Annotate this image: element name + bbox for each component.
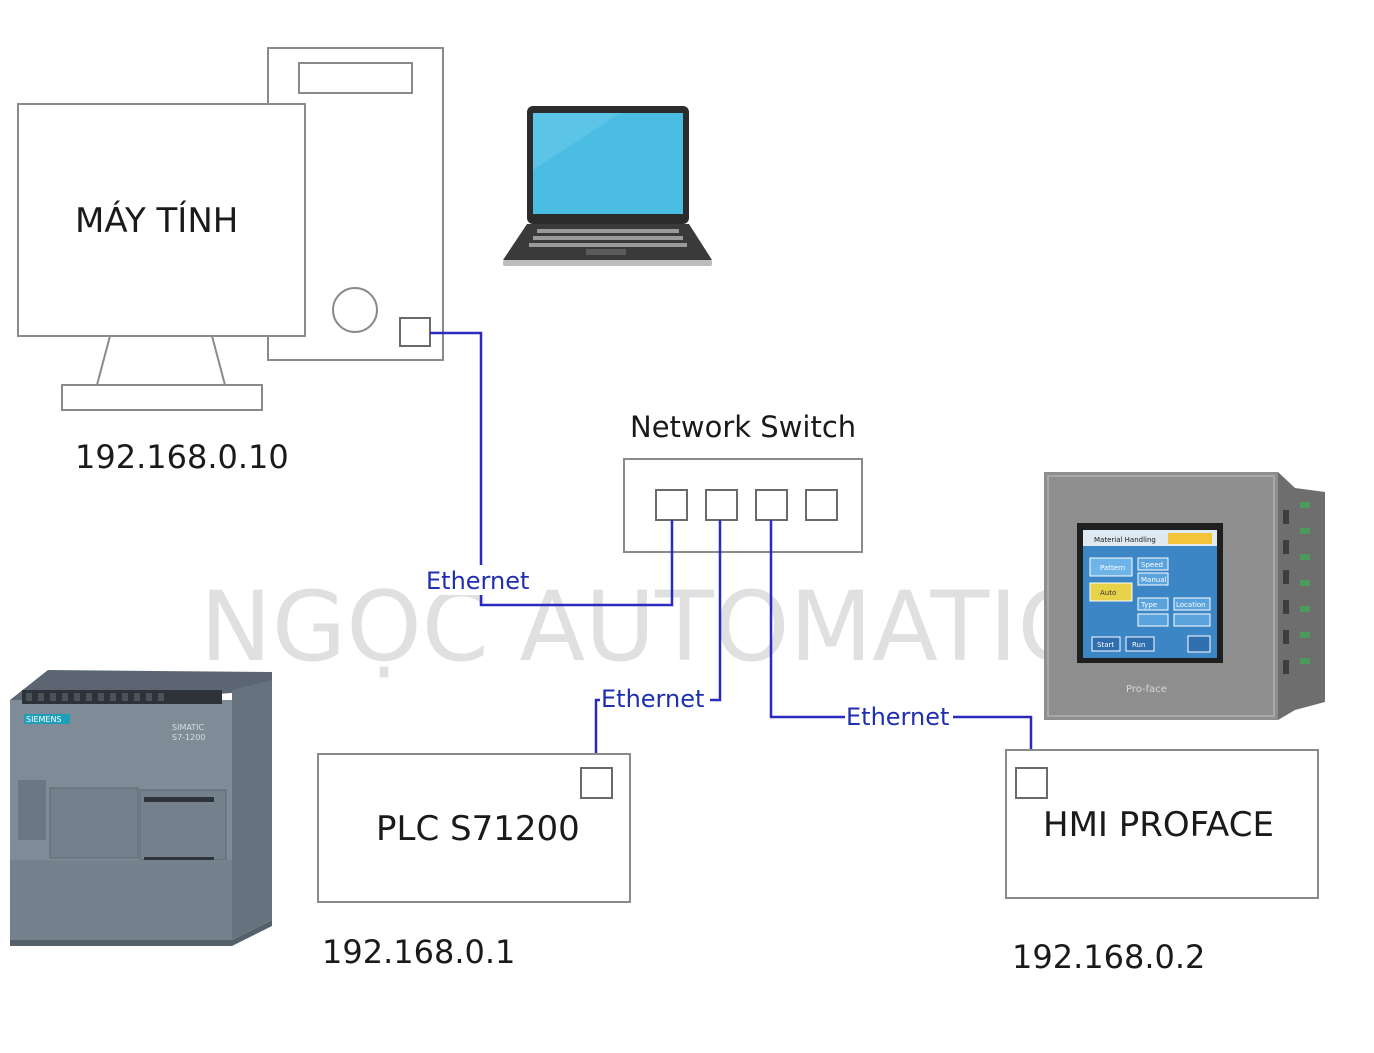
laptop-icon [503,106,712,266]
hmi-screen-button-2-label: Speed [1141,561,1163,569]
watermark: NGỌC AUTOMATIO [200,571,1093,683]
hmi-screen-button-6-label: Location [1176,601,1206,609]
cable-computer-switch [430,331,674,607]
plc-ethernet-port [580,767,613,799]
hmi-screen-button-3-label: Manual [1141,576,1166,584]
plc-label: PLC S71200 [376,809,580,849]
hmi-ip: 192.168.0.2 [1012,938,1205,976]
hmi-screen-button-7-label: Start [1097,641,1114,649]
plc-box [317,753,631,903]
hmi-screen-button-4-label: Auto [1100,589,1116,597]
ethernet-label-hmi: Ethernet [846,703,949,731]
computer-label: MÁY TÍNH [75,200,238,241]
switch-label: Network Switch [630,410,856,444]
hmi-screen-title: Material Handling [1094,536,1156,544]
hmi-label: HMI PROFACE [1043,805,1274,845]
ethernet-label-computer: Ethernet [426,567,529,595]
plc-box-body [317,753,631,903]
pc-monitor-stand [95,335,227,386]
network-switch [623,458,863,553]
switch-port-3 [755,489,788,521]
hmi-box [1005,749,1319,899]
pc-drive-bay [298,62,413,94]
switch-port-1 [655,489,688,521]
computer-ip: 192.168.0.10 [75,438,289,476]
hmi-box-body [1005,749,1319,899]
hmi-screen-button-5-label: Type [1140,601,1157,609]
plc-device-illustration: SIEMENS SIMATIC S7-1200 [10,670,272,946]
hmi-screen-button-8-label: Run [1132,641,1145,649]
switch-port-2 [705,489,738,521]
plc-ip: 192.168.0.1 [322,933,515,971]
plc-device-brand: SIEMENS [26,715,62,724]
plc-device-model-2: S7-1200 [172,733,205,742]
hmi-device-illustration: Material Handling Pattern Speed Manual A… [1044,472,1325,720]
switch-port-4 [805,489,838,521]
hmi-screen-button-1-label: Pattern [1100,564,1125,572]
plc-device-model-1: SIMATIC [172,723,204,732]
pc-power-button [332,287,378,333]
pc-monitor-base [61,384,263,411]
ethernet-label-plc: Ethernet [601,685,704,713]
hmi-screen-button-1 [1089,557,1133,577]
pc-ethernet-port [399,317,431,347]
pc-monitor [17,103,306,337]
hmi-device-brand: Pro-face [1126,684,1167,695]
desktop-computer-icon [17,47,444,411]
hmi-ethernet-port [1015,767,1048,799]
